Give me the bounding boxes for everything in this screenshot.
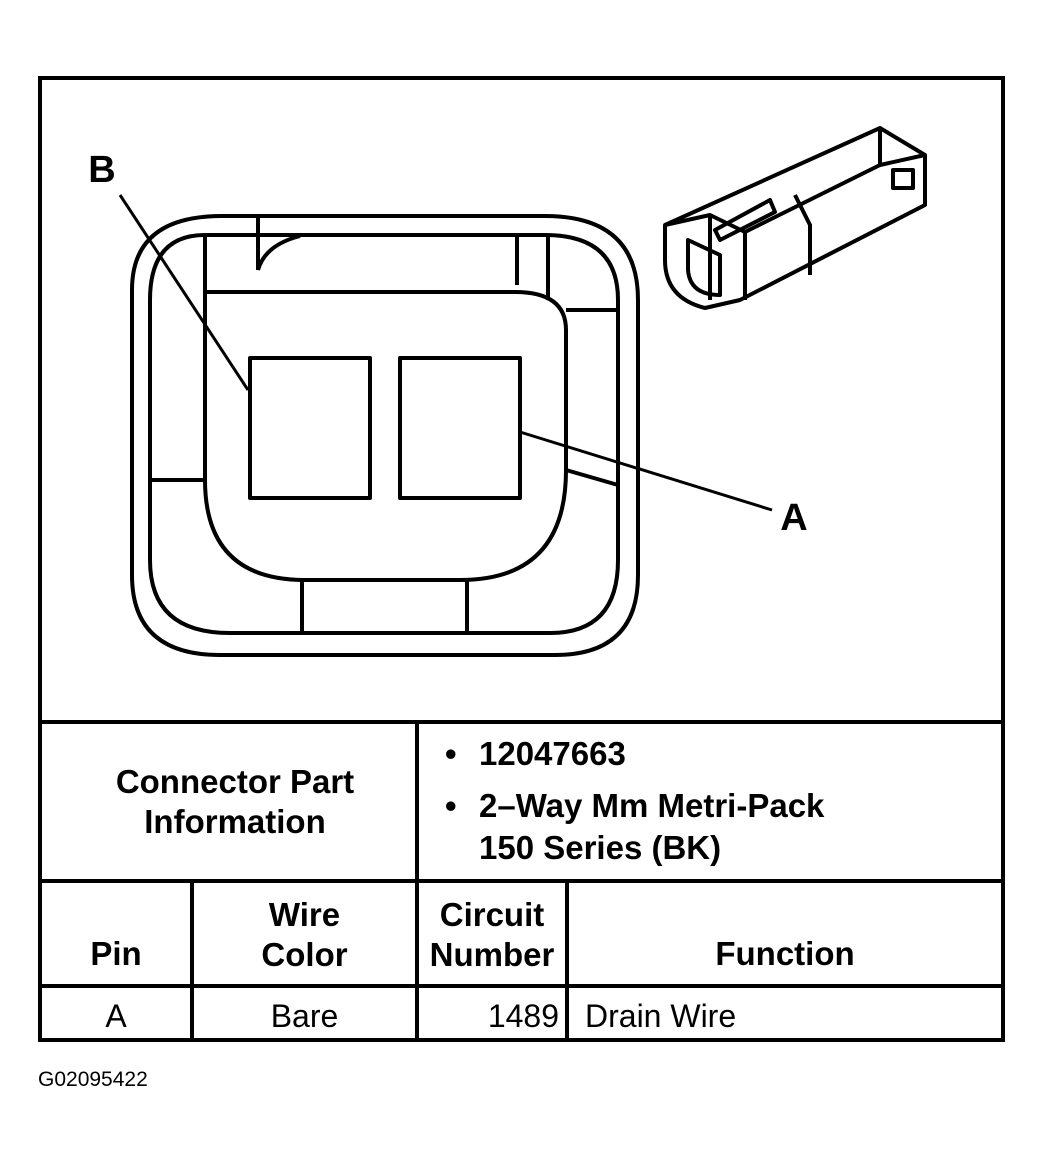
header-function: Function	[715, 935, 855, 972]
table-top-border	[38, 720, 1005, 724]
leader-line-a	[519, 430, 773, 512]
connector-info-divider	[415, 720, 419, 1042]
connector-info-bottom-border	[38, 879, 1005, 883]
header-circuit-number: Circuit Number	[419, 893, 565, 977]
header-circuit-line2: Number	[429, 936, 555, 973]
bullet-dot: •	[445, 735, 457, 772]
connector-description: 2–Way Mm Metri-Pack 150 Series (BK)	[479, 785, 824, 869]
connector-isometric-view	[663, 126, 927, 310]
bullet-dot: •	[445, 787, 457, 824]
circuit-col-divider	[565, 879, 569, 1042]
callout-a: A	[780, 497, 808, 539]
terminal-cavity-b	[248, 356, 372, 500]
connector-description-line2: 150 Series (BK)	[479, 829, 722, 866]
header-pin: Pin	[90, 935, 142, 972]
callout-b: B	[88, 149, 116, 191]
diagram-frame	[38, 76, 1005, 1042]
part-number: 12047663	[479, 735, 626, 772]
connector-housing-inner	[148, 233, 620, 635]
leader-line-b	[118, 194, 250, 391]
pin-col-divider	[190, 879, 194, 1042]
figure-id: G02095422	[38, 1068, 148, 1091]
row-function: Drain Wire	[585, 998, 737, 1034]
row-wire-color: Bare	[270, 998, 339, 1034]
header-row-bottom-border	[38, 984, 1005, 988]
header-circuit-line1: Circuit	[439, 896, 545, 933]
connector-info-details: • 12047663 • 2–Way Mm Metri-Pack 150 Ser…	[445, 733, 824, 869]
terminal-cavity-a	[398, 356, 522, 500]
connector-description-line1: 2–Way Mm Metri-Pack	[479, 787, 825, 824]
row-pin: A	[105, 998, 127, 1034]
connector-cavity	[203, 290, 568, 582]
header-wire-color: Wire Color	[194, 893, 415, 977]
connector-info-label: Connector Part Information	[115, 763, 355, 840]
row-circuit-number: 1489	[487, 998, 559, 1034]
header-wire-color-line2: Color	[261, 936, 348, 973]
header-wire-color-line1: Wire	[268, 896, 341, 933]
connector-housing-outer	[130, 214, 640, 657]
